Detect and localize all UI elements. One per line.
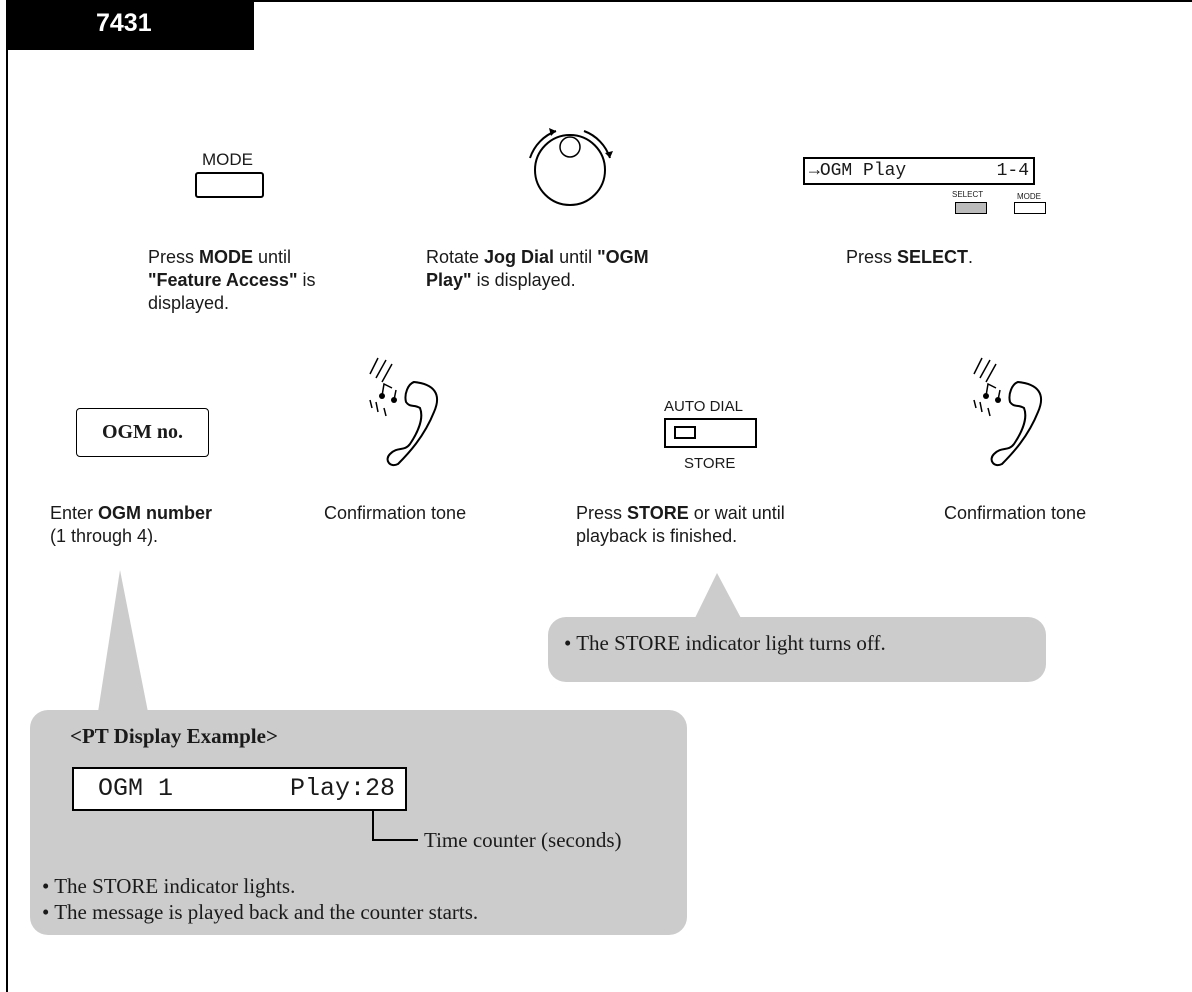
pt-display-title: <PT Display Example>: [70, 724, 278, 748]
select-lcd-display: →OGM Play 1-4: [803, 157, 1035, 185]
time-counter-label: Time counter (seconds): [424, 828, 622, 852]
mode-button-label: MODE: [202, 150, 253, 169]
pt-display-note: <PT Display Example> OGM 1 Play:28 Time …: [30, 710, 687, 935]
jog-dial-icon[interactable]: [520, 120, 620, 215]
pt-display-left: OGM 1: [98, 774, 174, 803]
arrow-icon: →: [809, 161, 820, 181]
handset-tone-icon: [369, 357, 439, 466]
handset-tone-icon: [973, 357, 1043, 466]
store-label: STORE: [684, 455, 736, 472]
page-number-tab: 7431: [6, 0, 254, 50]
pt-bullet-2: • The message is played back and the cou…: [42, 900, 479, 924]
mode-button[interactable]: [195, 172, 264, 198]
mode-key[interactable]: [1014, 202, 1046, 214]
frame-left-border: [6, 0, 8, 992]
counter-leader-vertical: [372, 811, 374, 841]
store-off-note: • The STORE indicator light turns off.: [548, 617, 1046, 682]
select-step-caption: Press SELECT.: [846, 247, 974, 267]
ogm-step-caption: Enter OGM number (1 through 4).: [50, 503, 213, 546]
pt-bullet-1: • The STORE indicator lights.: [42, 874, 296, 898]
jog-step-caption: Rotate Jog Dial until "OGM Play" is disp…: [426, 247, 649, 290]
display-text: OGM Play: [819, 161, 907, 181]
mode-step-caption: Press MODE until "Feature Access" is dis…: [148, 247, 316, 313]
pt-lcd-display: OGM 1 Play:28: [72, 767, 407, 811]
store-button[interactable]: [664, 418, 757, 448]
tone2-caption: Confirmation tone: [944, 503, 1087, 523]
select-key-label: SELECT: [952, 190, 984, 199]
store-step-caption: Press STORE or wait until playback is fi…: [576, 503, 785, 546]
pt-display-right: Play:28: [289, 774, 395, 803]
display-range: 1-4: [996, 161, 1029, 181]
select-key[interactable]: [955, 202, 987, 214]
store-indicator-light: [674, 426, 696, 439]
auto-dial-label: AUTO DIAL: [664, 398, 743, 415]
mode-key-label: MODE: [1017, 192, 1041, 201]
store-off-text: • The STORE indicator light turns off.: [564, 631, 886, 655]
counter-leader-horizontal: [372, 839, 418, 841]
ogm-number-key[interactable]: OGM no.: [76, 408, 209, 457]
frame-top-border: [6, 0, 1192, 2]
tone1-caption: Confirmation tone: [324, 503, 467, 523]
